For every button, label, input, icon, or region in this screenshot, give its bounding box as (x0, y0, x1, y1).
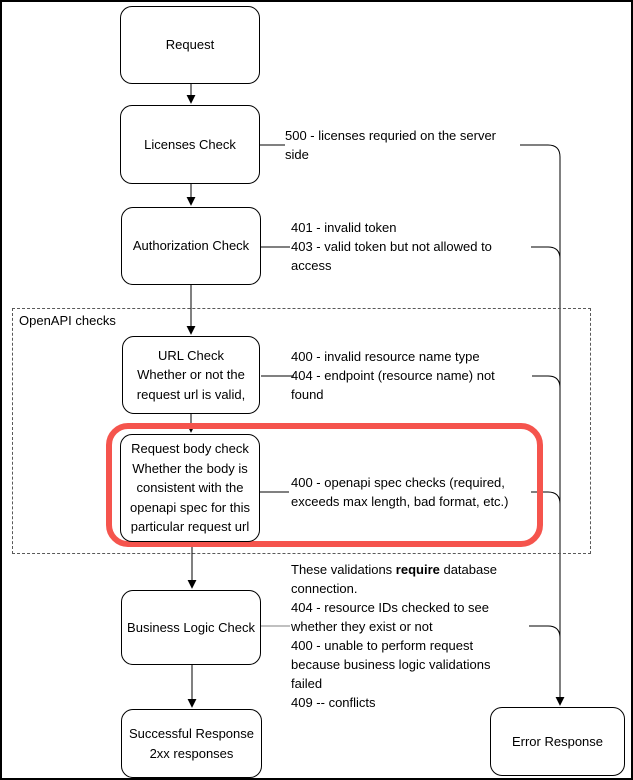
node-successful-response: Successful Response 2xx responses (121, 709, 262, 778)
node-request-body-check: Request body check Whether the body is c… (120, 434, 260, 542)
annotation-business-logic: These validations require database conne… (291, 560, 541, 712)
annotation-authorization-401-403: 401 - invalid token 403 - valid token bu… (291, 220, 492, 273)
join-url-error (532, 375, 561, 389)
openapi-checks-group: OpenAPI checks (12, 308, 591, 554)
annotation-licenses-500: 500 - licenses requried on the server si… (285, 128, 497, 162)
node-request: Request (120, 6, 260, 84)
annotation-business-suffix: database connection. 404 - resource IDs … (291, 562, 497, 710)
annotation-business-bold-require: require (395, 562, 440, 577)
node-authorization-check: Authorization Check (121, 207, 261, 285)
annotation-url-400-404: 400 - invalid resource name type 404 - e… (291, 349, 495, 402)
annotation-request-body-400: 400 - openapi spec checks (required, exc… (291, 475, 509, 509)
node-business-logic-check: Business Logic Check (121, 590, 261, 665)
red-highlight-box (106, 423, 543, 547)
join-business-error (529, 625, 561, 639)
annotation-business-prefix: These validations (291, 562, 396, 577)
edge-errors-to-error-response (520, 144, 565, 706)
openapi-checks-group-label: OpenAPI checks (19, 313, 116, 328)
join-request-body-error (531, 491, 561, 505)
node-licenses-check: Licenses Check (120, 105, 260, 184)
node-error-response: Error Response (490, 707, 625, 776)
node-url-check: URL Check Whether or not the request url… (122, 336, 260, 414)
join-authorization-error (531, 246, 561, 260)
